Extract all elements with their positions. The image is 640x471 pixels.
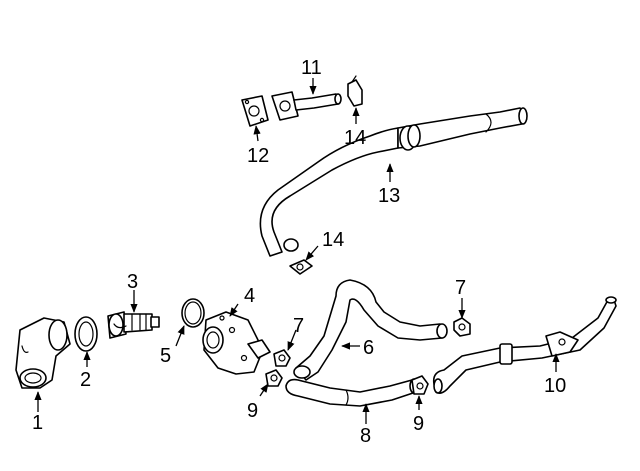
leader-lines <box>34 78 560 424</box>
hose-clamp-7-left <box>273 349 291 367</box>
thermostat-3 <box>107 311 160 339</box>
water-inlet-housing-4 <box>202 311 271 375</box>
callout-14-upper: 14 <box>344 127 366 149</box>
callout-5: 5 <box>160 345 171 367</box>
water-hose-6 <box>293 279 448 381</box>
callout-9-left: 9 <box>247 400 258 422</box>
hose-clamp-9-left <box>265 369 283 387</box>
callout-6: 6 <box>363 337 374 359</box>
callout-10: 10 <box>544 375 566 397</box>
callout-13: 13 <box>378 185 400 207</box>
callout-2: 2 <box>80 369 91 391</box>
callout-labels: 1 2 3 4 5 6 7 7 8 9 9 10 11 12 13 14 14 <box>32 57 566 447</box>
callout-1: 1 <box>32 412 43 434</box>
hose-clamp-9-right <box>411 375 429 395</box>
water-hose-8 <box>285 378 419 407</box>
callout-7-left: 7 <box>293 315 304 337</box>
callout-12: 12 <box>247 145 269 167</box>
bypass-pipe-11 <box>271 91 342 121</box>
callout-3: 3 <box>127 271 138 293</box>
callout-4: 4 <box>244 285 255 307</box>
callout-8: 8 <box>360 425 371 447</box>
hose-clamp-14-lower <box>289 259 313 275</box>
callout-7-right: 7 <box>455 277 466 299</box>
hose-clamp-7-right <box>453 317 471 337</box>
gasket-12 <box>241 95 269 127</box>
o-ring-2 <box>74 316 98 352</box>
callout-11: 11 <box>301 57 322 79</box>
water-outlet-1 <box>15 317 71 389</box>
water-pipe-10 <box>432 296 617 394</box>
callout-9-right: 9 <box>413 413 424 435</box>
o-ring-5 <box>181 298 205 328</box>
hose-clamp-14-upper <box>347 75 363 107</box>
upper-radiator-hose <box>259 107 528 257</box>
callout-14-lower: 14 <box>322 229 344 251</box>
